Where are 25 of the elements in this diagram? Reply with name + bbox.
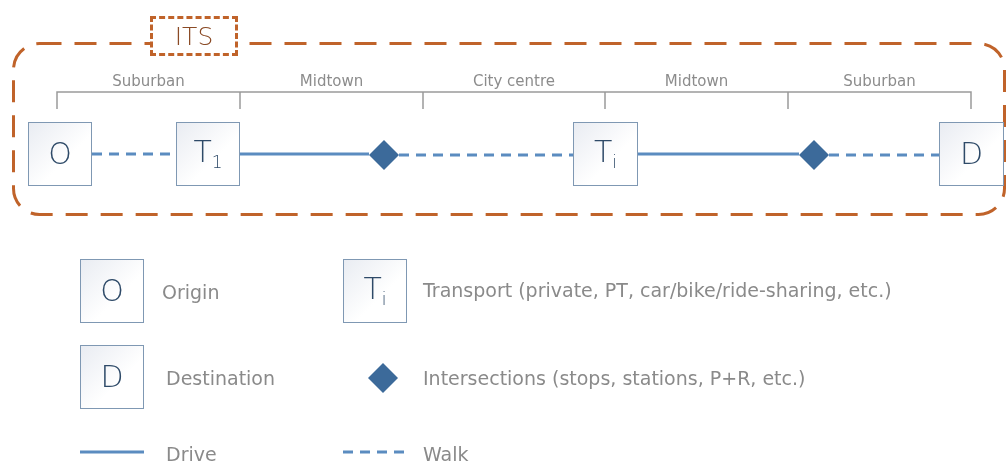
legend-text: Destination [166, 367, 276, 389]
dashed-connector [399, 153, 573, 157]
solid-connector [638, 152, 799, 156]
legend-text: Walk [423, 443, 469, 465]
intersection-diamond [799, 140, 829, 170]
legend-text: Origin [162, 281, 220, 303]
zone-label: Midtown [663, 72, 730, 90]
dashed-connector [829, 153, 939, 157]
legend-sample-box: O [80, 259, 144, 323]
node-box: O [28, 122, 92, 186]
legend-text: Transport (private, PT, car/bike/ride-sharing, etc.) [423, 279, 892, 301]
node-box: T$_{i}$ [573, 122, 638, 186]
zone-label: Suburban [842, 72, 917, 90]
zone-label: City centre [471, 72, 557, 90]
legend-sample-box: T$_{i}$ [343, 259, 407, 323]
node-box: D [939, 122, 1004, 186]
legend-text: Intersections (stops, stations, P+R, etc.) [423, 367, 806, 389]
zone-label: Suburban [111, 72, 186, 90]
legend-sample-box: D [80, 345, 144, 409]
zone-label: Midtown [298, 72, 365, 90]
group-title: ITS [150, 16, 238, 56]
node-box: T$_{1}$ [176, 122, 240, 186]
legend-text: Drive [166, 443, 217, 465]
intersection-diamond [369, 140, 399, 170]
solid-connector [240, 152, 369, 156]
